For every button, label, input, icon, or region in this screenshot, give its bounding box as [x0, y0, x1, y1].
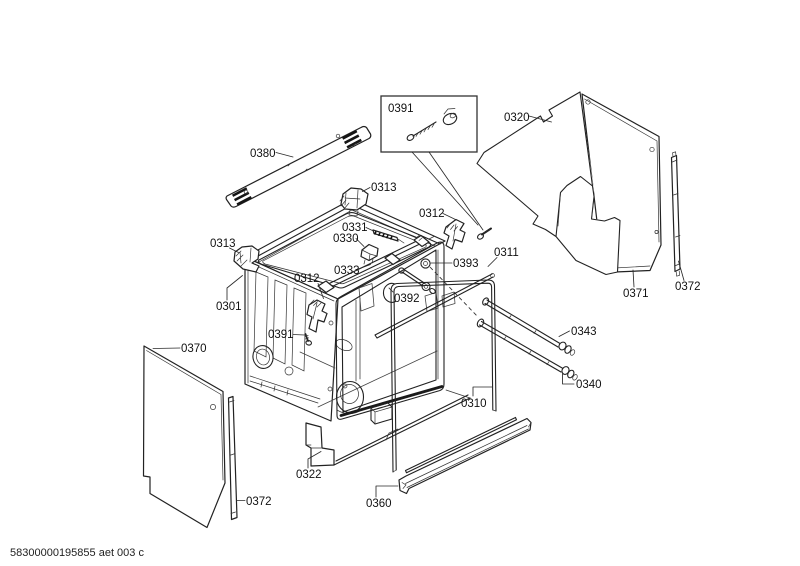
callout-0393: 0393 — [453, 258, 479, 270]
callout-0301: 0301 — [216, 301, 242, 313]
part-0391-detail-box — [380, 95, 484, 231]
part-0333-fill-tube — [317, 234, 435, 294]
callout-0392: 0392 — [394, 293, 420, 305]
callout-0343: 0343 — [571, 326, 597, 338]
callout-labels: 0380 0391 0320 0313 0312 0311 0393 0331 … — [181, 103, 701, 510]
callout-0313-left: 0313 — [210, 238, 236, 250]
part-0313-bracket-top — [339, 187, 369, 217]
callout-0330: 0330 — [333, 233, 359, 245]
callout-0391-screw: 0391 — [268, 329, 294, 341]
callout-0371: 0371 — [623, 288, 649, 300]
part-0312-bracket-left — [306, 299, 328, 333]
part-0330-holder — [360, 243, 379, 265]
part-0313-bracket-left — [233, 245, 260, 273]
part-0331-rail — [372, 229, 405, 244]
part-0380-top-panel — [225, 125, 372, 208]
part-0343-rail — [482, 297, 576, 356]
document-code: 58300000195855 aet 003 c — [10, 547, 144, 559]
part-0393-grommet — [420, 258, 479, 318]
part-0360-base-trim — [398, 416, 532, 495]
callout-leader-lines — [152, 115, 685, 501]
part-0392-feed-pipe — [382, 267, 436, 303]
callout-0340: 0340 — [576, 379, 602, 391]
callout-0360: 0360 — [366, 498, 392, 510]
callout-0331: 0331 — [342, 222, 368, 234]
part-0372-left-seal-strip — [227, 395, 238, 521]
part-0370-side-panel — [142, 345, 226, 529]
callout-0372-right: 0372 — [675, 281, 701, 293]
part-0391-screw-left — [304, 333, 313, 346]
callout-0312-left: 0312 — [294, 273, 320, 285]
callout-0320: 0320 — [504, 112, 530, 124]
callout-0372-left: 0372 — [246, 496, 272, 508]
callout-0311: 0311 — [494, 247, 519, 259]
callout-0310: 0310 — [461, 398, 487, 410]
callout-0370: 0370 — [181, 343, 207, 355]
part-0310-door-seal — [390, 279, 497, 473]
part-0320-insulation-mat — [476, 91, 621, 276]
part-0340-rail — [476, 318, 578, 381]
callout-0322: 0322 — [296, 469, 322, 481]
part-0312-bracket-right — [443, 218, 466, 250]
part-0311-trim-strip — [374, 273, 495, 339]
callout-0312-right: 0312 — [419, 208, 445, 220]
part-0372-right-seal-strip — [670, 151, 681, 277]
callout-0313-top: 0313 — [371, 182, 397, 194]
callout-0380: 0380 — [250, 148, 276, 160]
callout-0391-box: 0391 — [388, 103, 414, 115]
callout-0333: 0333 — [334, 265, 360, 277]
part-0391-screw-right — [476, 227, 492, 240]
